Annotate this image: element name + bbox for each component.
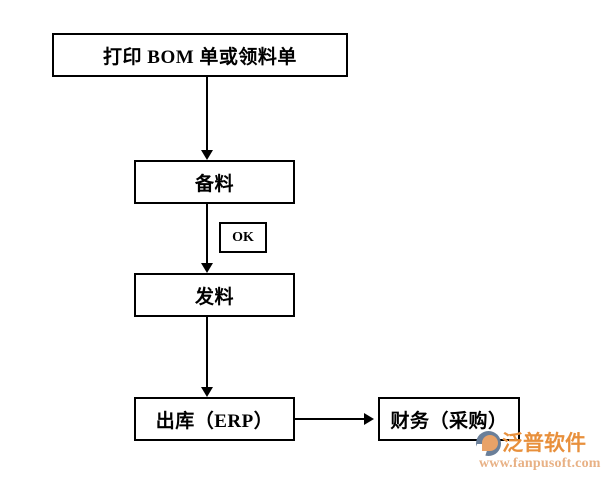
arrowhead-down-icon [201,150,213,160]
watermark-url: www.fanpusoft.com [479,456,601,471]
connector-print-to-prepare [206,77,208,154]
flow-node-stock-out-erp[interactable]: 出库（ERP） [134,397,295,441]
flow-node-issue-material[interactable]: 发料 [134,273,295,317]
flow-edge-label-ok[interactable]: OK [219,222,267,253]
connector-issue-to-stock-out [206,317,208,391]
connector-stock-out-to-finance [295,418,366,420]
arrowhead-right-icon [364,413,374,425]
connector-prepare-to-issue [206,204,208,267]
arrowhead-down-icon [201,387,213,397]
flow-node-print-bom[interactable]: 打印 BOM 单或领料单 [52,33,348,77]
flow-node-finance-purchasing[interactable]: 财务（采购） [378,397,520,441]
flow-node-prepare-material[interactable]: 备料 [134,160,295,204]
arrowhead-down-icon [201,263,213,273]
